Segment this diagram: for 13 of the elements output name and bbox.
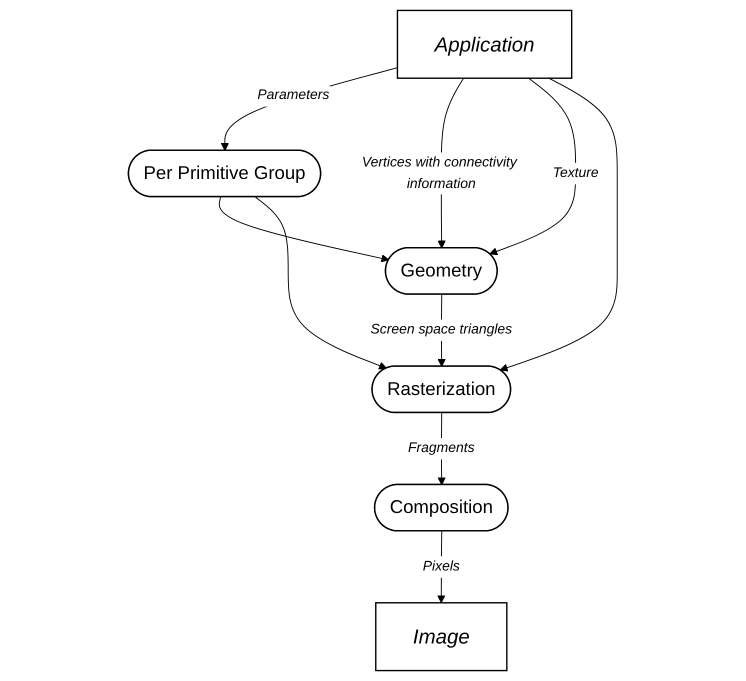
edge-label: Fragments xyxy=(408,440,475,456)
edge-label: Pixels xyxy=(422,558,460,574)
arrow xyxy=(500,78,618,372)
edge-label: Screen space triangles xyxy=(370,321,512,338)
arrow xyxy=(255,196,388,370)
edge-label: Parameters xyxy=(258,87,330,103)
arrow xyxy=(219,196,390,262)
edge-label: Texture xyxy=(552,164,599,181)
arrow xyxy=(220,67,398,151)
edge-label: Vertices with connectivity information xyxy=(362,154,518,192)
arrow xyxy=(490,78,576,256)
node-box: Application xyxy=(396,10,573,79)
node-box: Image xyxy=(375,602,508,672)
